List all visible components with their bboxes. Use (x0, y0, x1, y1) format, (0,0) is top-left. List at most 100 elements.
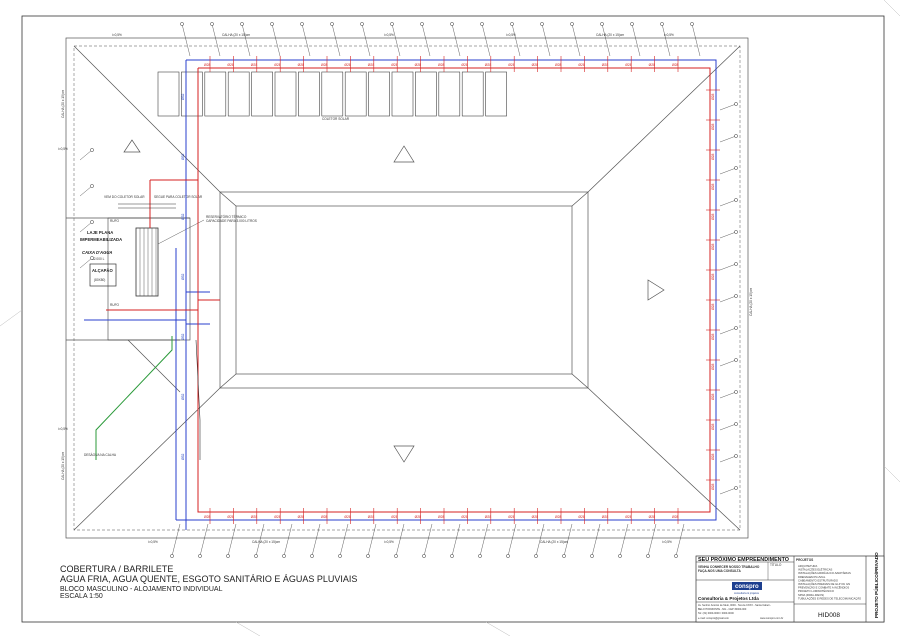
callout-line (301, 23, 311, 57)
callout-node (394, 554, 398, 558)
callout-node (540, 22, 544, 26)
drain-pipe (95, 336, 201, 460)
website: www.conspro.com.br (760, 617, 783, 620)
slope-label-7: i=0,5% (662, 540, 672, 544)
solar-panel (181, 71, 203, 117)
callout-line (367, 523, 377, 557)
callout-node (690, 22, 694, 26)
callout-line (421, 23, 431, 57)
pipe-label-left: Ø32 (181, 453, 185, 460)
callout-node (674, 554, 678, 558)
pipe-label-top: Ø28 (672, 63, 679, 67)
pipe-label-top: Ø28 (508, 63, 515, 67)
pipe-label-bottom: Ø28 (251, 515, 258, 519)
phone: Tel: (31) 0000-0000 / 0000-0000 (698, 612, 734, 615)
project-item: INSTALAÇÕES PREDIAIS DE GLP OU GN (798, 581, 850, 586)
pipe-label-bottom: Ø28 (672, 515, 679, 519)
callout-node (734, 134, 738, 138)
callout-node (590, 554, 594, 558)
pipe-label-right: Ø28 (711, 303, 715, 310)
pipe-label-bottom: Ø28 (298, 515, 305, 519)
callout-node (734, 102, 738, 106)
pipe-label-top: Ø28 (251, 63, 258, 67)
callout-line (79, 221, 93, 233)
pipe-label-right: Ø28 (711, 363, 715, 370)
note-2: FAÇA-NOS UMA CONSULTA (698, 569, 741, 573)
callout-node (210, 22, 214, 26)
callout-line (199, 523, 209, 557)
pipe-label-top: Ø28 (391, 63, 398, 67)
pipe-label-left: Ø32 (181, 213, 185, 220)
project-item: TUBULAÇÕES E REDES DE TELECOMUNICAÇÃO (798, 595, 861, 600)
pipe-label-bottom: Ø28 (508, 515, 515, 519)
solar-panel (368, 71, 390, 117)
pipe-label-top: Ø28 (578, 63, 585, 67)
pipe-label-top: Ø28 (415, 63, 422, 67)
project-item: PROJETO LUMINOTÉCNICO (798, 588, 834, 593)
callout-line (571, 23, 581, 57)
pipe-label-top: Ø28 (204, 63, 211, 67)
water-tank-label: CAIXA D'AGUA (82, 250, 112, 255)
pipe-label-right: Ø28 (711, 123, 715, 130)
pipe-label-right: Ø28 (711, 183, 715, 190)
callout-node (198, 554, 202, 558)
title-block (695, 555, 885, 623)
callout-line (719, 391, 737, 399)
callout-node (734, 326, 738, 330)
roof-outline (65, 37, 749, 539)
callout-node (240, 22, 244, 26)
callout-line (79, 149, 93, 161)
pipe-label-right: Ø28 (711, 243, 715, 250)
project-item: INSTALAÇÕES HIDRÁULICO-SANITÁRIAS (798, 570, 851, 575)
callout-node (562, 554, 566, 558)
callout-line (719, 103, 737, 111)
address-1: Av. Senhor Antonio de Melo, 0000 - Terez… (698, 604, 771, 607)
callout-node (734, 422, 738, 426)
pipe-label-right: Ø28 (711, 453, 715, 460)
company-name: Consultoria & Projetos Ltda (698, 596, 759, 601)
pipe-label-bottom: Ø28 (227, 515, 234, 519)
logo-box (732, 582, 762, 590)
solar-panel (251, 71, 273, 117)
callout-node (570, 22, 574, 26)
title-field: TÍTULO (770, 563, 782, 567)
callout-node (734, 262, 738, 266)
pipe-label-right: Ø28 (711, 93, 715, 100)
callout-node (300, 22, 304, 26)
project-item: CABEAMENTO ESTRUTURADO (798, 578, 838, 582)
pipe-label-bottom: Ø28 (649, 515, 656, 519)
pipe-label-left: Ø32 (181, 153, 185, 160)
callout-node (90, 256, 94, 260)
solar-panel (391, 71, 414, 117)
pipe-label-right: Ø28 (711, 273, 715, 280)
gutter-label-left-bottom: CALHA (20 x 15)cm (61, 451, 65, 480)
solar-panel (344, 71, 367, 117)
solar-panel (298, 71, 320, 117)
from-collector-label: VEM DO COLETOR SOLAR (104, 195, 145, 199)
callout-node (734, 390, 738, 394)
solar-collector-label: COLETOR SOLAR (322, 117, 350, 121)
water-tank-area: LAJE PLANA IMPERMEABILIZADA CAIXA D'AGUA… (80, 217, 191, 341)
slab-label-1: LAJE PLANA (87, 230, 113, 235)
email: e-mail: conspro@gmail.com (698, 617, 729, 620)
pipe-label-top: Ø28 (649, 63, 656, 67)
solar-panel (274, 71, 297, 117)
trapdoor-size: (80X80) (94, 278, 105, 282)
callout-line (211, 23, 221, 57)
callout-line (719, 327, 737, 335)
pipe-label-bottom: Ø28 (461, 515, 468, 519)
pipe-label-left: Ø32 (181, 273, 185, 280)
callout-line (719, 135, 737, 143)
slope-labels: i=0,5% i=0,5% i=0,5% i=0,5% i=0,5% i=0,5… (58, 33, 674, 544)
callout-node (338, 554, 342, 558)
callout-node (270, 22, 274, 26)
pipe-label-top: Ø28 (625, 63, 632, 67)
callout-line (311, 523, 321, 557)
callout-line (719, 423, 737, 431)
project-item: SPDA (PARA-RAIOS) (798, 593, 824, 597)
callout-line (511, 23, 521, 57)
vertical-label: PROJETO PÚBLICO/PRIVADO (873, 552, 879, 618)
trapdoor-label: ALÇAPÃO (92, 268, 113, 273)
